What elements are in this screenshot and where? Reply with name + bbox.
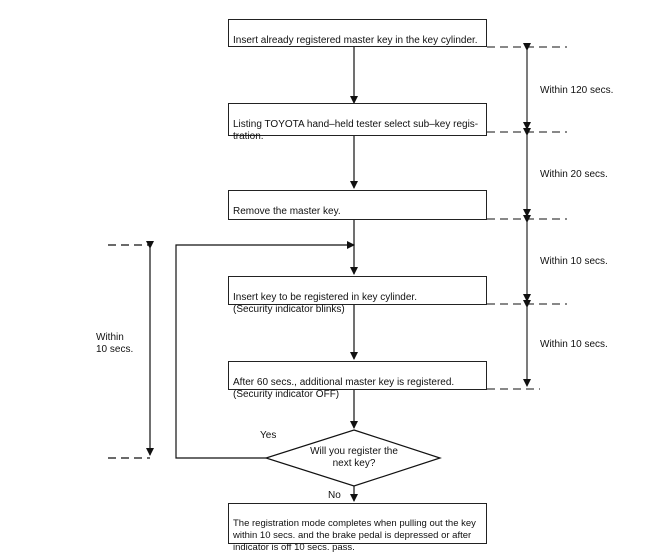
step-insert-key-to-register-text: Insert key to be registered in key cylin… bbox=[233, 292, 417, 315]
timing-label-20s: Within 20 secs. bbox=[540, 169, 608, 180]
step-insert-master-key-text: Insert already registered master key in … bbox=[233, 35, 478, 46]
step-remove-master-key-text: Remove the master key. bbox=[233, 206, 341, 217]
timing-label-10s-b: Within 10 secs. bbox=[540, 339, 608, 350]
timing-label-120s: Within 120 secs. bbox=[540, 85, 614, 96]
loop-back-path bbox=[108, 241, 355, 459]
timing-label-left-10s: Within 10 secs. bbox=[96, 332, 134, 355]
branch-yes-label: Yes bbox=[260, 430, 277, 441]
step-key-registered-text: After 60 secs., additional master key is… bbox=[233, 377, 455, 400]
step-key-registered: After 60 secs., additional master key is… bbox=[228, 361, 487, 400]
step-insert-master-key: Insert already registered master key in … bbox=[228, 19, 487, 47]
decision-diamond bbox=[264, 429, 442, 487]
timing-label-10s-a: Within 10 secs. bbox=[540, 256, 608, 267]
branch-no-label: No bbox=[328, 490, 341, 501]
step-registration-complete-text: The registration mode completes when pul… bbox=[233, 518, 476, 553]
step-insert-key-to-register: Insert key to be registered in key cylin… bbox=[228, 276, 487, 315]
decision-question: Will you register the next key? bbox=[310, 446, 398, 469]
step-select-sub-key-registration-text: Listing TOYOTA hand–held tester select s… bbox=[233, 119, 479, 142]
step-remove-master-key: Remove the master key. bbox=[228, 190, 487, 220]
step-registration-complete: The registration mode completes when pul… bbox=[228, 503, 487, 553]
loop-yes-path bbox=[175, 241, 355, 459]
step-select-sub-key-registration: Listing TOYOTA hand–held tester select s… bbox=[228, 103, 487, 142]
